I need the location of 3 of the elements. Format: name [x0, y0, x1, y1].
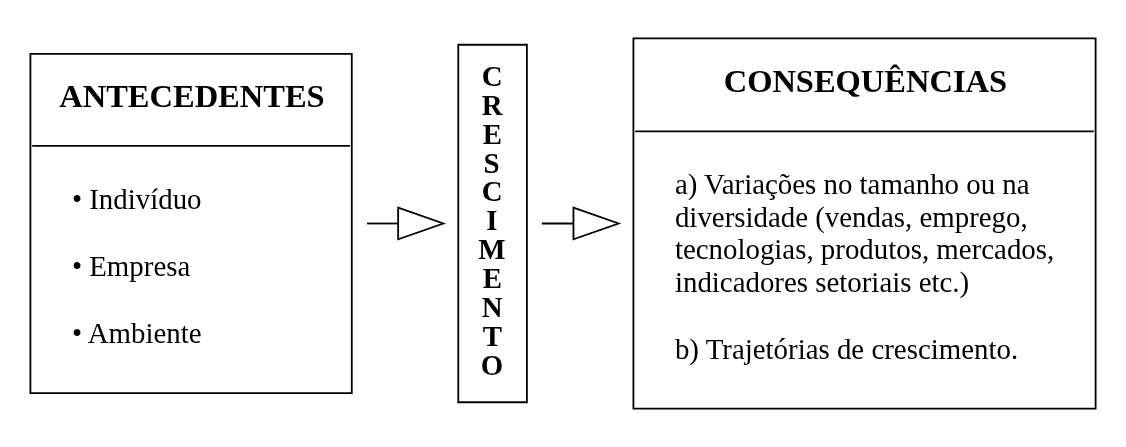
arrow — [540, 206, 622, 241]
node-box: CRESCIMENTO — [457, 43, 528, 404]
arrow — [366, 206, 446, 241]
